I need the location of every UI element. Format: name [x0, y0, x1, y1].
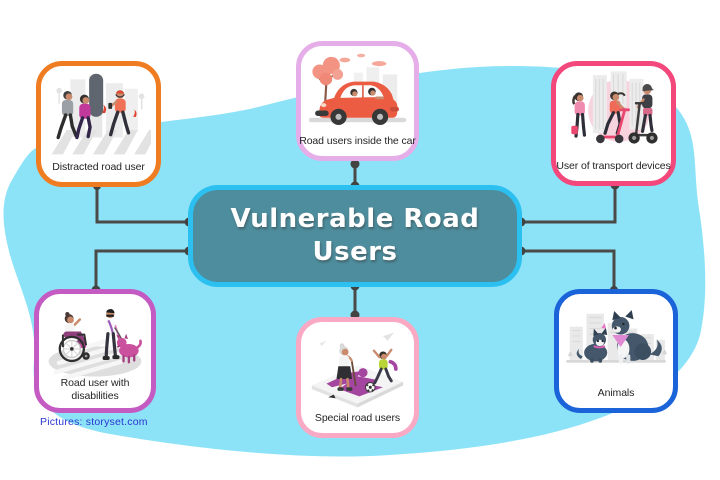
wheelchair-and-guide-dog-illustration	[48, 309, 142, 381]
node-road-users-inside-car: Road users inside the car	[296, 41, 419, 161]
pedestrians-with-phones-illustration	[51, 73, 151, 155]
connector-top-right	[520, 184, 617, 224]
connector-bottom-right	[520, 249, 616, 291]
elderly-and-child-illustration	[311, 332, 404, 408]
scooter-riders-illustration	[571, 71, 658, 144]
diagram-title-line1: Vulnerable Road	[230, 204, 480, 234]
dog-and-cat-illustration	[566, 310, 667, 364]
node-label: Special road users	[314, 412, 401, 424]
node-special-road-users: Special road users	[296, 317, 419, 438]
diagram-title-line2: Users	[312, 237, 398, 267]
node-user-of-transport-devices: User of transport devices	[551, 61, 676, 186]
node-road-user-with-disabilities: Road user with disabilities	[34, 289, 156, 413]
node-label: User of transport devices	[556, 160, 671, 172]
image-credit: Pictures: storyset.com	[40, 416, 148, 428]
connector-bottom-left	[94, 249, 190, 291]
node-label: Road users inside the car	[299, 135, 416, 147]
node-animals: Animals	[554, 289, 678, 413]
connector-top-left	[95, 185, 190, 224]
central-topic-box: Vulnerable Road Users	[188, 185, 522, 287]
node-label: Animals	[597, 387, 635, 399]
node-distracted-road-user: Distracted road user	[36, 61, 161, 187]
car-with-passengers-illustration	[308, 53, 407, 125]
node-label: Road user with disabilities	[60, 376, 130, 402]
node-label: Distracted road user	[52, 161, 145, 173]
